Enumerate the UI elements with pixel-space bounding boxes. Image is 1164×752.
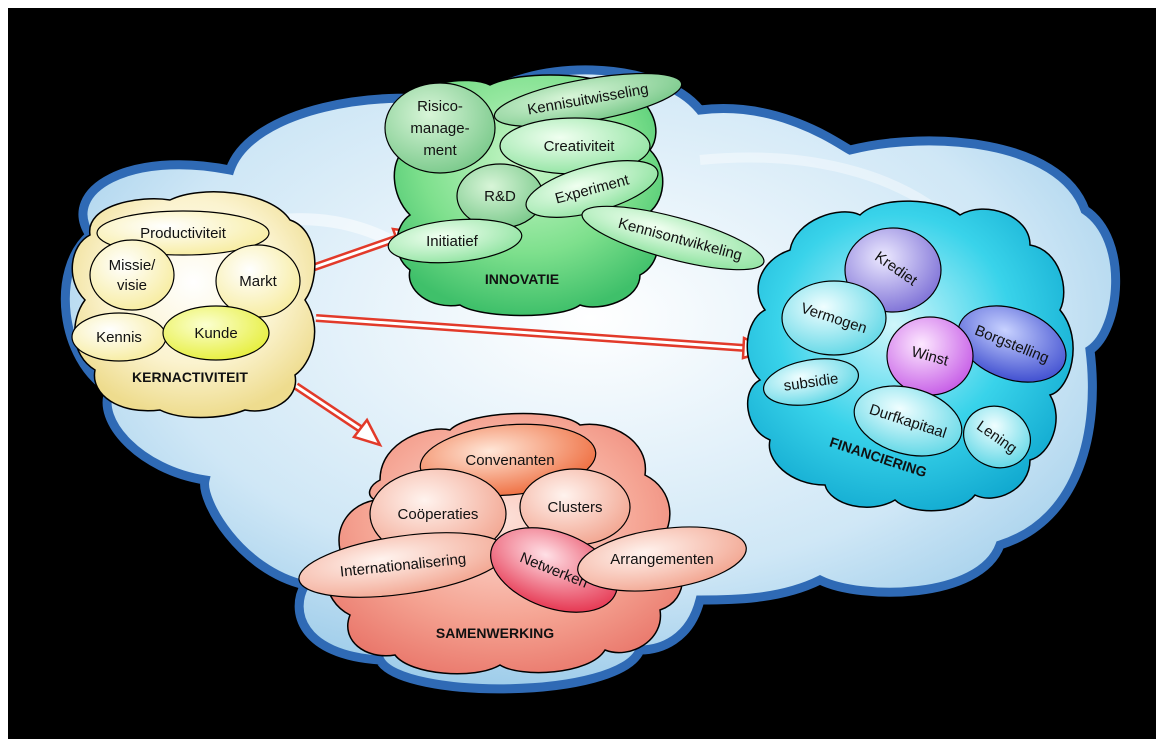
label-kennis: Kennis xyxy=(96,329,142,346)
cluster-samenwerking: Convenanten Coöperaties Clusters Interna… xyxy=(298,412,747,675)
label-markt: Markt xyxy=(239,273,277,290)
label-missie: Missie/ xyxy=(109,257,157,274)
item-borgstelling xyxy=(957,305,1067,383)
label-risico: Risico- xyxy=(417,98,463,115)
label-initiatief: Initiatief xyxy=(426,233,479,250)
cluster-kernactiviteit: Productiviteit Missie/ visie Markt Kenni… xyxy=(71,191,316,419)
label-cooperaties: Coöperaties xyxy=(398,506,479,523)
label-arrangementen: Arrangementen xyxy=(610,551,713,568)
label-kunde: Kunde xyxy=(194,325,237,342)
item-netwerken xyxy=(490,527,618,613)
label-creativiteit: Creativiteit xyxy=(544,138,616,155)
item-kennisontwikkeling xyxy=(581,205,765,271)
item-missie-visie xyxy=(89,239,175,311)
item-risicomanagement xyxy=(384,82,496,174)
label-ment: ment xyxy=(423,142,457,159)
label-manage: manage- xyxy=(410,120,469,137)
title-kernactiviteit: KERNACTIVITEIT xyxy=(132,369,248,385)
label-productiviteit: Productiviteit xyxy=(140,225,227,242)
item-durfkapitaal xyxy=(853,385,963,457)
label-clusters: Clusters xyxy=(547,499,602,516)
item-kunde xyxy=(162,305,270,361)
title-samenwerking: SAMENWERKING xyxy=(436,625,554,641)
label-rd: R&D xyxy=(484,188,516,205)
item-lening xyxy=(963,405,1031,469)
item-arrangementen xyxy=(577,526,747,592)
arrow-to-samenwerking xyxy=(293,382,383,448)
item-vermogen xyxy=(781,280,887,356)
item-initiatief xyxy=(387,218,523,264)
title-innovatie: INNOVATIE xyxy=(485,271,559,287)
cluster-innovatie: Risico- manage- ment Kennisuitwisseling … xyxy=(384,72,765,317)
item-subsidie xyxy=(762,358,860,406)
cluster-financiering: Krediet Vermogen Borgstelling Winst subs… xyxy=(746,200,1074,512)
label-visie: visie xyxy=(117,277,147,294)
label-convenanten: Convenanten xyxy=(465,452,554,469)
